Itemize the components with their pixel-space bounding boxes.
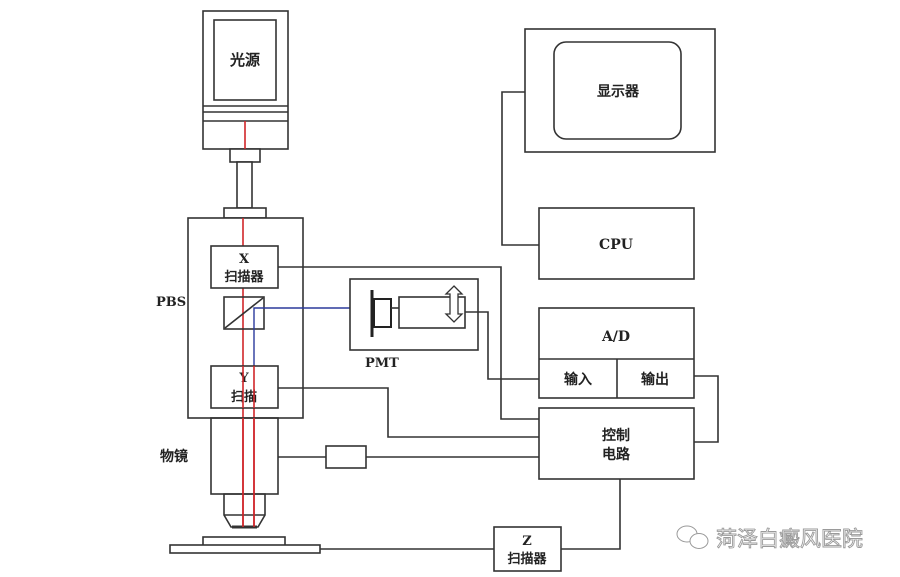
wire-xscanner-control xyxy=(278,266,539,420)
light-source-label: 光源 xyxy=(229,51,260,69)
pbs-diagonal xyxy=(224,297,264,329)
cpu-label: CPU xyxy=(599,237,633,253)
coupler-tube xyxy=(236,161,253,209)
control-circuit xyxy=(538,407,695,480)
wechat-icon xyxy=(676,525,709,549)
coupler-bottom xyxy=(223,207,267,219)
watermark: 菏泽白癜风医院 xyxy=(676,525,863,551)
return-beam xyxy=(253,307,378,365)
ad-input-label: 输入 xyxy=(564,371,592,388)
coupler-top xyxy=(229,148,261,163)
objective-lens xyxy=(223,493,266,528)
wire-pmt-ad xyxy=(465,311,539,380)
wire-display-cpu xyxy=(501,91,539,246)
control-label: 电路 xyxy=(602,446,631,463)
x-scanner-label: X xyxy=(239,252,250,267)
wire-control-zscanner xyxy=(561,479,621,550)
objective-drive-box xyxy=(325,445,367,469)
control-label: 控制 xyxy=(602,427,630,444)
objective-label: 物镜 xyxy=(160,448,188,465)
x-scanner-label: 扫描器 xyxy=(224,269,264,285)
display-screen xyxy=(553,41,682,140)
y-scanner-label: Y xyxy=(238,371,249,386)
y-scanner xyxy=(210,365,279,409)
z-scanner-label: 扫描器 xyxy=(507,551,547,567)
display-label: 显示器 xyxy=(597,84,640,100)
pbs-label: PBS xyxy=(156,295,186,310)
y-scanner-label: 扫描 xyxy=(231,389,257,405)
z-scanner-label: Z xyxy=(522,534,532,549)
pbs-cube xyxy=(223,296,265,330)
objective-body xyxy=(210,417,279,495)
ad-label: A/D xyxy=(601,329,630,345)
watermark-text: 菏泽白癜风医院 xyxy=(716,527,863,551)
x-scanner xyxy=(210,245,279,289)
pmt-label: PMT xyxy=(365,356,399,371)
cpu-box xyxy=(538,207,695,280)
ad-output-label: 输出 xyxy=(641,371,669,388)
sample-stage xyxy=(169,544,321,554)
wire-adout-control xyxy=(694,375,719,443)
double-arrow-icon xyxy=(444,285,464,323)
light-source-window xyxy=(213,19,277,101)
wire-yscanner-control xyxy=(278,387,539,438)
pmt-pinhole xyxy=(373,298,392,328)
